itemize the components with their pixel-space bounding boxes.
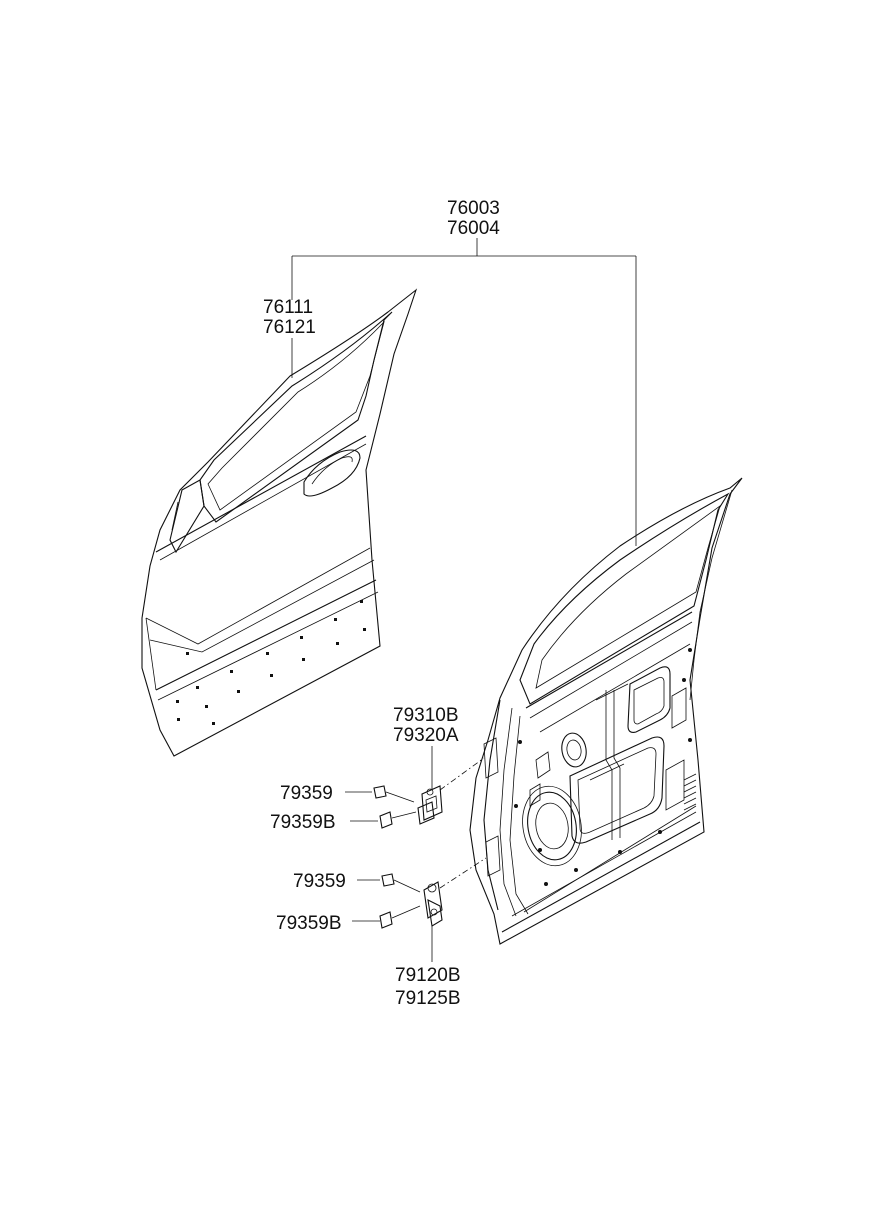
- label-79359-upper: 79359: [280, 783, 333, 804]
- bolts: [373, 785, 421, 929]
- outer-door-panel: [141, 288, 418, 757]
- label-79125b: 79125B: [395, 988, 461, 1009]
- label-79310b: 79310B: [393, 705, 459, 726]
- door-inner-frame: [469, 477, 743, 945]
- label-79120b: 79120B: [395, 965, 461, 986]
- label-79320a: 79320A: [393, 725, 459, 746]
- label-76111: 76111: [263, 297, 313, 318]
- lower-hinge: [423, 881, 443, 927]
- upper-hinge: [417, 785, 443, 825]
- label-76004: 76004: [447, 218, 500, 239]
- vent-slots: [683, 773, 697, 811]
- label-79359-lower: 79359: [293, 871, 346, 892]
- leader-lines: [291, 238, 637, 962]
- label-79359b-upper: 79359B: [270, 812, 336, 833]
- label-76003: 76003: [447, 198, 500, 219]
- panel-holes: [176, 600, 366, 725]
- label-79359b-lower: 79359B: [276, 913, 342, 934]
- label-76121: 76121: [263, 317, 316, 338]
- frame-holes: [514, 648, 692, 886]
- alignment-lines: [439, 757, 487, 889]
